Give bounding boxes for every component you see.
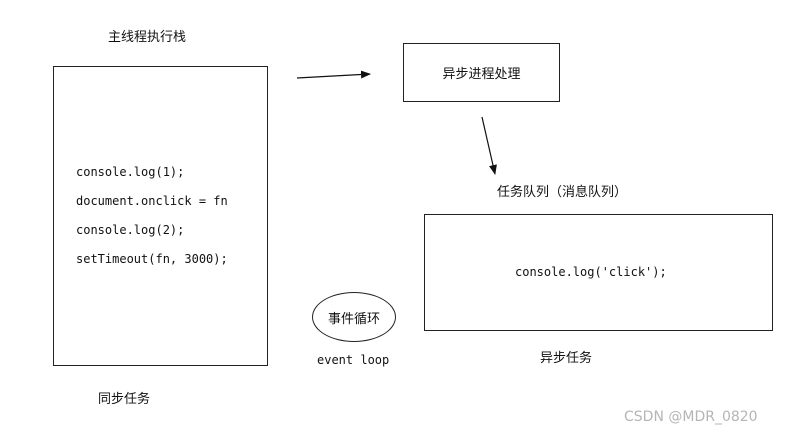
task-queue-box: console.log('click'); bbox=[424, 214, 773, 331]
arrow-async-to-queue bbox=[481, 116, 497, 175]
main-stack-code-line: console.log(2); bbox=[76, 223, 185, 237]
main-stack-code-line: console.log(1); bbox=[76, 165, 185, 179]
async-process-label: 异步进程处理 bbox=[442, 67, 521, 82]
arrow-stack-to-async bbox=[296, 70, 371, 79]
task-queue-code-line: console.log('click'); bbox=[515, 265, 667, 279]
watermark-text: CSDN @MDR_0820 bbox=[624, 409, 758, 425]
event-loop-caption: event loop bbox=[317, 353, 390, 367]
event-loop-ellipse: 事件循环 bbox=[312, 292, 396, 342]
main-stack-code-line: setTimeout(fn, 3000); bbox=[76, 252, 228, 266]
event-loop-label: 事件循环 bbox=[327, 311, 380, 327]
main-stack-title: 主线程执行栈 bbox=[108, 30, 187, 45]
task-queue-caption: 异步任务 bbox=[540, 351, 593, 366]
main-stack-caption: 同步任务 bbox=[98, 392, 151, 407]
async-process-box: 异步进程处理 bbox=[403, 43, 560, 102]
task-queue-title: 任务队列（消息队列） bbox=[497, 185, 628, 200]
main-stack-box: console.log(1); document.onclick = fn co… bbox=[53, 66, 268, 366]
main-stack-code-line: document.onclick = fn bbox=[76, 194, 228, 208]
